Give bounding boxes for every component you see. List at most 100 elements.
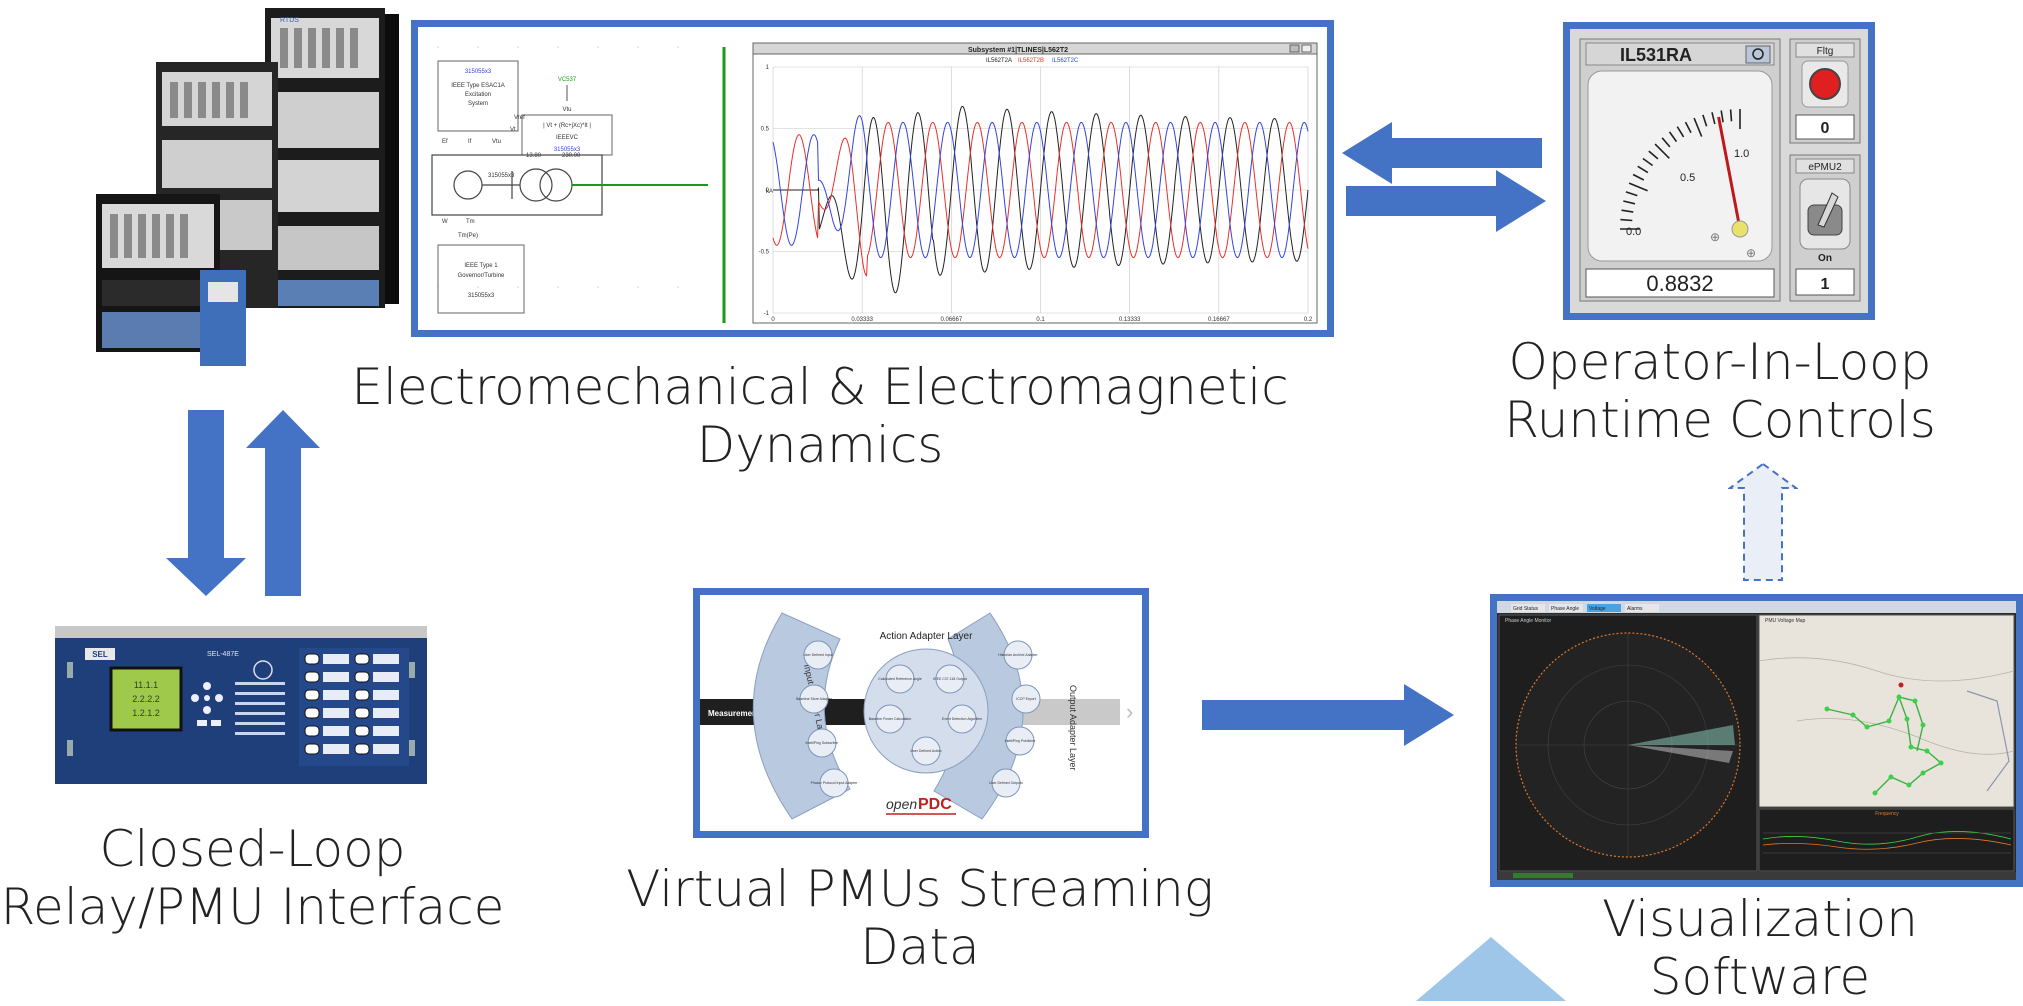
relay-brand: SEL	[92, 650, 108, 659]
legend-b: IL562T2B	[1018, 58, 1044, 64]
svg-text:Baseline Power Calculation: Baseline Power Calculation	[869, 717, 912, 721]
meter-tick	[1621, 209, 1634, 213]
svg-text:| Vt + (Rc+jXc)*It |: | Vt + (Rc+jXc)*It |	[543, 123, 591, 129]
y-tick-label: 0.5	[761, 127, 770, 133]
meter-tick	[1628, 182, 1648, 192]
svg-text:Event Detection Algorithm: Event Detection Algorithm	[942, 717, 982, 721]
svg-text:0.5: 0.5	[1680, 172, 1695, 184]
svg-text:VC537: VC537	[558, 77, 577, 83]
meter-tick	[1623, 200, 1636, 205]
arrow-controls-to-sim	[1342, 122, 1542, 184]
frequency-trend	[1762, 831, 2012, 854]
rack-front	[96, 194, 246, 366]
fault-lamp	[1809, 68, 1841, 100]
polar-phase-plot	[1515, 632, 1741, 858]
svg-text:IEEEVC: IEEEVC	[556, 135, 579, 141]
meter-reset-button[interactable]	[1745, 45, 1771, 64]
action-layer-title: Action Adapter Layer	[880, 631, 974, 642]
generator-transformer	[431, 154, 708, 216]
plot-close-icon[interactable]	[1301, 44, 1312, 53]
runtime-controls-panel: IL531RA 0.0 0.5 1.0 ⊕ ⊕ 0.8832 Fltg 0	[1563, 22, 1875, 320]
svg-text:Alarms: Alarms	[1627, 606, 1643, 612]
svg-text:IntelliPing Publisher: IntelliPing Publisher	[1005, 739, 1037, 743]
svg-text:Baseline Store Adapter: Baseline Store Adapter	[796, 697, 833, 701]
switch-state: On	[1818, 253, 1832, 264]
meter-pivot	[1731, 220, 1749, 238]
svg-text:Voltage: Voltage	[1589, 606, 1606, 612]
switch-value: 1	[1821, 276, 1830, 293]
svg-text:PMU Voltage Map: PMU Voltage Map	[1765, 618, 1806, 624]
relay-caption: Closed-Loop Relay/PMU Interface	[0, 820, 505, 936]
svg-text:0.0: 0.0	[1626, 226, 1641, 238]
phase-c-trace	[772, 114, 1309, 259]
meter-tick	[1654, 143, 1670, 159]
relay-device: SEL SEL-487E 11.1.1 2.2.2.2 1.2.1.2	[55, 622, 427, 788]
svg-text:Vtu: Vtu	[562, 107, 571, 113]
relay-model: SEL-487E	[207, 651, 239, 658]
plot-settings-icon[interactable]	[1289, 44, 1300, 53]
fault-indicator: Fltg 0	[1789, 38, 1861, 144]
svg-text:Tm(Pe): Tm(Pe)	[458, 233, 478, 239]
arrow-viz-to-operator	[1728, 462, 1798, 581]
decorative-triangle	[1416, 937, 1566, 1001]
svg-text:Fltg: Fltg	[1817, 46, 1834, 57]
svg-text:IntelliPing Subscriber: IntelliPing Subscriber	[806, 741, 840, 745]
x-tick-label: 0.2	[1304, 317, 1313, 323]
meter-tick	[1668, 131, 1678, 143]
svg-text:2.2.2.2: 2.2.2.2	[132, 694, 160, 704]
svg-text:Frequency: Frequency	[1875, 811, 1899, 817]
meter-tick	[1632, 173, 1645, 181]
meter-tick	[1693, 117, 1703, 137]
svg-text:⊕: ⊕	[1746, 246, 1756, 260]
arrow-relay-to-hardware	[246, 410, 320, 596]
svg-text:User Defined Action: User Defined Action	[911, 749, 942, 753]
svg-text:›: ›	[1126, 699, 1133, 724]
svg-text:315055x3: 315055x3	[488, 173, 515, 179]
pmu-switch: ePMU2 On 1	[1789, 154, 1861, 302]
arrow-hardware-to-relay	[166, 410, 246, 596]
rtds-hardware-image: RTDS	[90, 0, 410, 372]
meter-tick	[1620, 218, 1633, 222]
pmu-caption: Virtual PMUs Streaming Data	[626, 860, 1214, 976]
svg-text:1.0: 1.0	[1734, 148, 1749, 160]
svg-text:W: W	[442, 219, 448, 225]
meter-tick	[1661, 137, 1671, 148]
rtds-brand-label: RTDS	[280, 17, 299, 24]
svg-text:Vt: Vt	[510, 127, 516, 133]
svg-text:Excitation: Excitation	[465, 92, 491, 98]
svg-text:IEEE C37.118 Output: IEEE C37.118 Output	[933, 677, 966, 681]
arrow-sim-to-controls	[1346, 170, 1546, 232]
y-tick-label: -1	[764, 311, 770, 317]
x-tick-label: 0	[771, 317, 775, 323]
legend-c: IL562T2C	[1052, 58, 1079, 64]
svg-text:Vref: Vref	[514, 115, 525, 121]
svg-text:Tm: Tm	[466, 219, 475, 225]
meter-tick	[1720, 110, 1724, 123]
openpdc-logo: open PDC	[886, 796, 956, 815]
meter-tick	[1729, 109, 1733, 122]
operator-caption: Operator-In-Loop Runtime Controls	[1504, 333, 1936, 449]
meter-tick	[1648, 150, 1659, 160]
svg-text:1.2.1.2: 1.2.1.2	[132, 708, 160, 718]
svg-text:Historian Archive Adapter: Historian Archive Adapter	[998, 653, 1038, 657]
dynamics-caption: Electromechanical & Electromagnetic Dyna…	[351, 358, 1289, 474]
svg-text:User Defined Input: User Defined Input	[803, 653, 832, 657]
x-tick-label: 0.13333	[1119, 317, 1141, 323]
y-axis-label: kA	[766, 189, 773, 195]
relay-lcd	[109, 666, 183, 732]
svg-text:System: System	[468, 101, 488, 107]
viz-tabs: Grid Status Phase Angle Voltage Alarms	[1511, 604, 1659, 612]
phase-a-trace	[773, 106, 1309, 294]
arrow-pdc-to-viz	[1202, 684, 1454, 746]
svg-text:11.1.1: 11.1.1	[134, 680, 158, 690]
meter-tick	[1702, 114, 1708, 127]
svg-text:⊕: ⊕	[1710, 230, 1720, 244]
svg-text:If: If	[468, 139, 472, 145]
svg-text:Calculated Reference Angle: Calculated Reference Angle	[878, 677, 921, 681]
meter-tick	[1676, 126, 1685, 138]
x-tick-label: 0.1	[1036, 317, 1045, 323]
relay-pushbuttons	[299, 648, 409, 766]
fault-value: 0	[1821, 120, 1830, 137]
waveform-plot: Subsystem #1|TLINES|L562T2 IL562T2A IL56…	[752, 42, 1318, 324]
meter-tick	[1684, 121, 1692, 134]
